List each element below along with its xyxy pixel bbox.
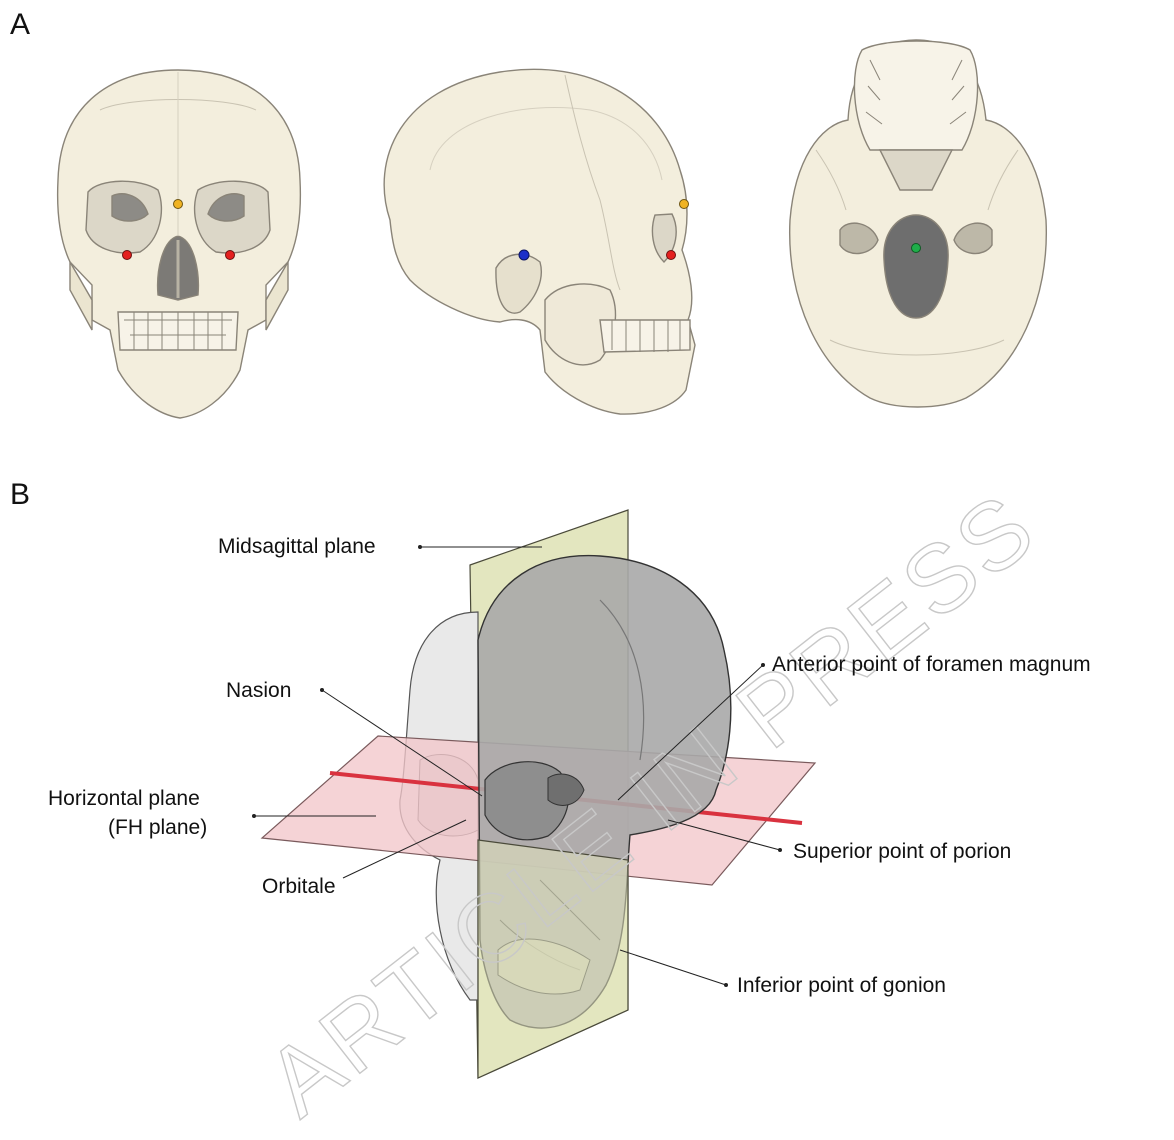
orbitale-dot-lateral — [667, 251, 676, 260]
label-anterior-foramen-magnum: Anterior point of foramen magnum — [772, 653, 1091, 676]
label-superior-porion: Superior point of porion — [793, 840, 1011, 863]
label-inferior-gonion: Inferior point of gonion — [737, 974, 946, 997]
nasion-dot-lateral — [680, 200, 689, 209]
lateral-skull-view — [384, 69, 695, 414]
nasion-dot-frontal — [174, 200, 183, 209]
label-nasion: Nasion — [226, 679, 291, 702]
porion-dot — [519, 250, 529, 260]
label-midsagittal-plane: Midsagittal plane — [218, 535, 376, 558]
frontal-skull-view — [58, 70, 301, 418]
label-orbitale: Orbitale — [262, 875, 336, 898]
basal-skull-view — [790, 40, 1047, 407]
label-fh-plane: (FH plane) — [108, 816, 207, 839]
orbitale-dot-right — [226, 251, 235, 260]
label-horizontal-plane: Horizontal plane — [48, 787, 200, 810]
orbitale-dot-left — [123, 251, 132, 260]
foramen-magnum-dot — [912, 244, 921, 253]
